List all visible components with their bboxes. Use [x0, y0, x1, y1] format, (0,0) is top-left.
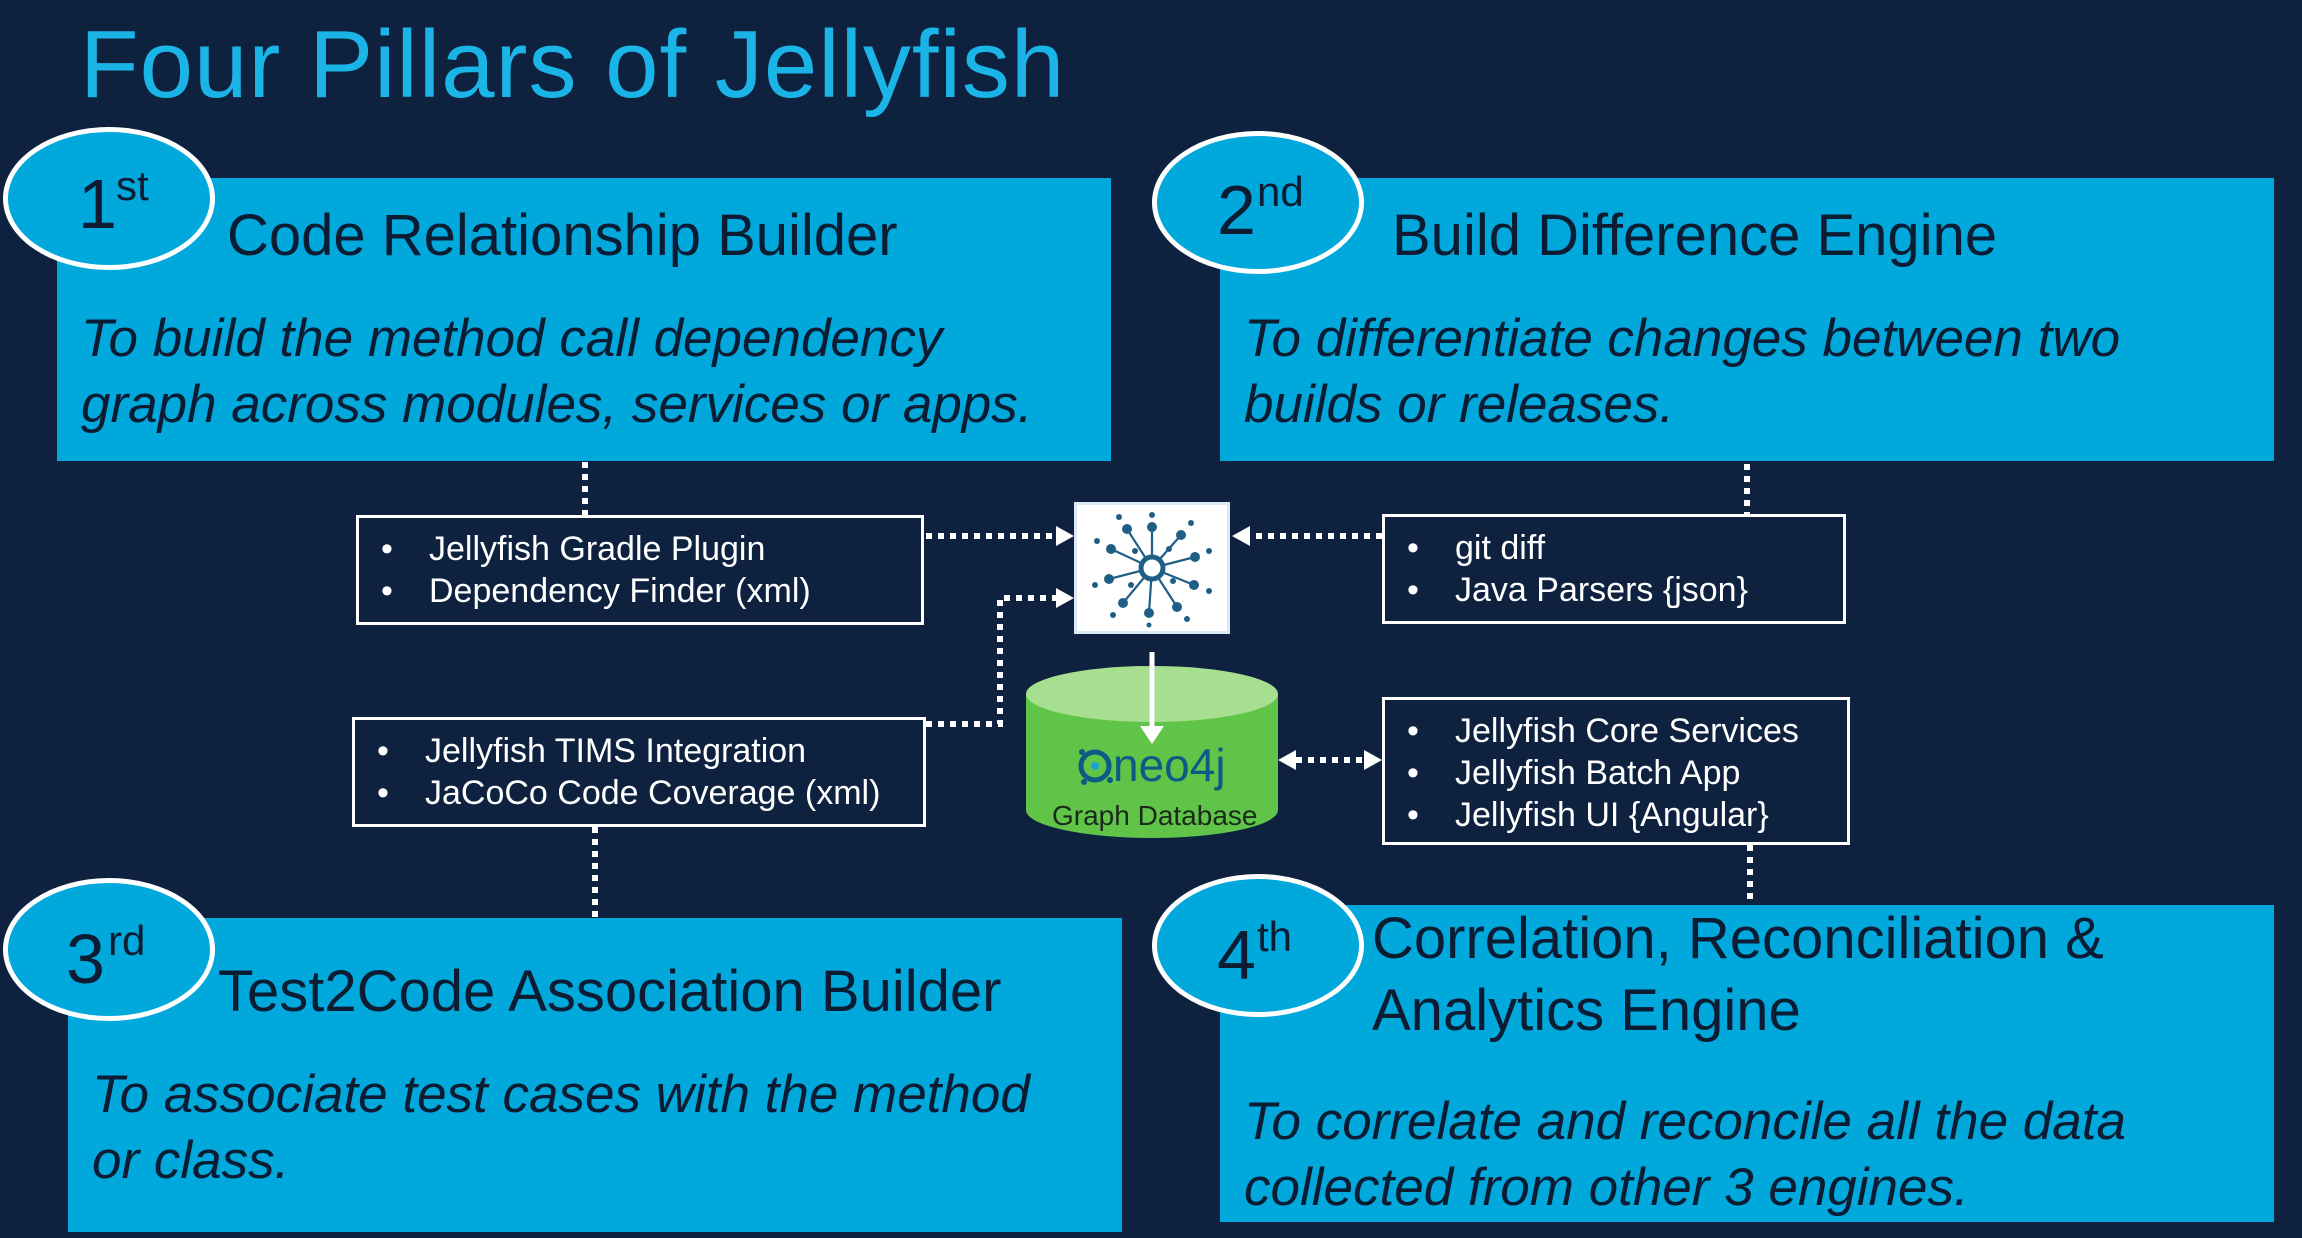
pillar-2-panel: Build Difference Engine To differentiate…: [1220, 178, 2274, 461]
pillar-2-title: Build Difference Engine: [1392, 203, 1998, 268]
test-inputs-box: Jellyfish TIMS Integration JaCoCo Code C…: [352, 717, 926, 827]
pillar-4-title-line2: Analytics Engine: [1372, 978, 1801, 1043]
pillar-4-desc-line1: To correlate and reconcile all the data: [1244, 1092, 2126, 1151]
pillar-1-title: Code Relationship Builder: [227, 203, 898, 268]
neo4j-brand: neo4j: [1113, 739, 1226, 791]
pillar-1-desc-line2: graph across modules, services or apps.: [81, 375, 1033, 434]
analytics-output-item: Jellyfish Batch App: [1385, 752, 1799, 794]
pillar-3-desc-line1: To associate test cases with the method: [92, 1065, 1030, 1124]
builder-inputs-box: Jellyfish Gradle Plugin Dependency Finde…: [356, 515, 924, 625]
pillar-1-ordinal: 1: [78, 165, 117, 243]
pillar-2-badge: 2 nd: [1152, 131, 1364, 274]
pillar-2-desc-line1: To differentiate changes between two: [1244, 309, 2121, 368]
neo4j-logo-icon: [1078, 749, 1113, 785]
pillar-3-description: To associate test cases with the method …: [92, 1062, 1030, 1194]
pillar-3-ordinal: 3: [66, 920, 105, 998]
pillar-2-suffix: nd: [1257, 168, 1304, 215]
diff-inputs-box: git diff Java Parsers {json}: [1382, 514, 1846, 624]
pillar-3-desc-line2: or class.: [92, 1131, 290, 1190]
pillar-4-panel: Correlation, Reconciliation & Analytics …: [1220, 905, 2274, 1222]
test-input-item: Jellyfish TIMS Integration: [355, 730, 880, 772]
pillar-3-badge: 3 rd: [3, 878, 215, 1021]
builder-input-item: Dependency Finder (xml): [359, 570, 811, 612]
pillar-4-badge: 4 th: [1152, 874, 1364, 1017]
pillar-2-description: To differentiate changes between two bui…: [1244, 306, 2120, 438]
hub-graphic: [1092, 512, 1212, 628]
pillar-3-panel: Test2Code Association Builder To associa…: [68, 918, 1122, 1232]
pillar-1-desc-line1: To build the method call dependency: [81, 309, 943, 368]
pillar-4-description: To correlate and reconcile all the data …: [1244, 1089, 2126, 1221]
pillar-1-description: To build the method call dependency grap…: [81, 306, 1033, 438]
pillar-4-ordinal: 4: [1217, 916, 1256, 994]
analytics-outputs-box: Jellyfish Core Services Jellyfish Batch …: [1382, 697, 1850, 845]
pillar-4-desc-line2: collected from other 3 engines.: [1244, 1158, 1969, 1217]
network-hub-icon: [1074, 502, 1230, 634]
page-title: Four Pillars of Jellyfish: [80, 11, 1066, 118]
builder-input-item: Jellyfish Gradle Plugin: [359, 528, 811, 570]
pillar-1-badge: 1 st: [3, 127, 215, 270]
pillar-3-suffix: rd: [108, 917, 146, 964]
pillar-1-suffix: st: [116, 162, 149, 209]
pillar-4-title-line1: Correlation, Reconciliation &: [1372, 906, 2104, 971]
test-input-item: JaCoCo Code Coverage (xml): [355, 772, 880, 814]
pillar-1-panel: Code Relationship Builder To build the m…: [57, 178, 1111, 461]
analytics-output-item: Jellyfish Core Services: [1385, 710, 1799, 752]
pillar-4-suffix: th: [1257, 913, 1293, 960]
diff-input-item: git diff: [1385, 527, 1748, 569]
analytics-output-item: Jellyfish UI {Angular}: [1385, 794, 1799, 836]
graph-database-label: Graph Database: [1052, 800, 1258, 831]
pillar-3-title: Test2Code Association Builder: [218, 959, 1002, 1024]
pillar-2-desc-line2: builds or releases.: [1244, 375, 1675, 434]
diff-input-item: Java Parsers {json}: [1385, 569, 1748, 611]
pillar-2-ordinal: 2: [1217, 171, 1256, 249]
